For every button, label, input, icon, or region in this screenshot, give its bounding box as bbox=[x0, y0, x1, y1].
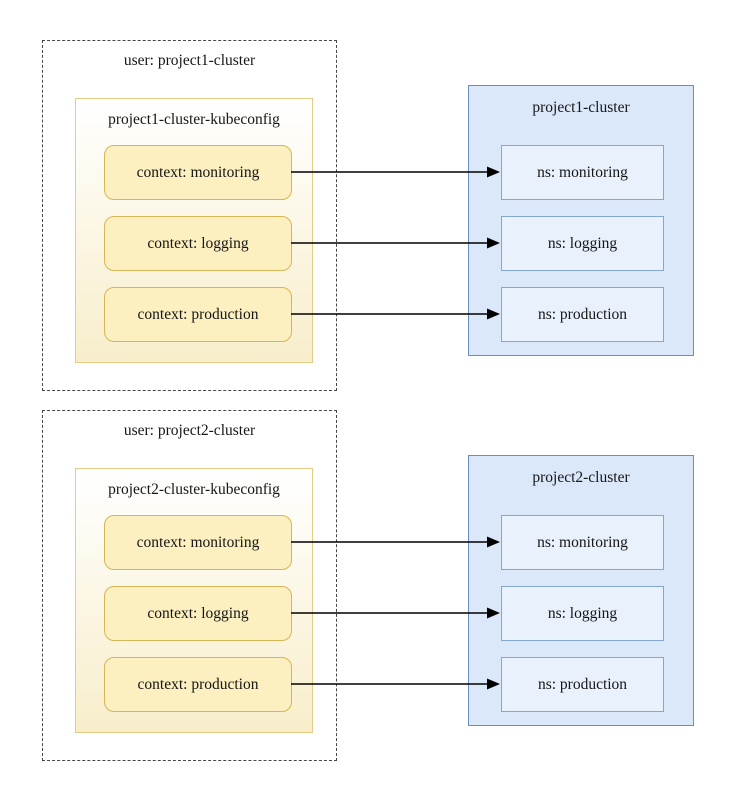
namespace-box-production: ns: production bbox=[501, 287, 664, 342]
arrow-monitoring bbox=[291, 166, 500, 178]
kubeconfig-box: project1-cluster-kubeconfig context: mon… bbox=[75, 98, 313, 363]
cluster-title: project2-cluster bbox=[532, 469, 630, 486]
namespace-box-production: ns: production bbox=[501, 657, 664, 712]
context-box-monitoring: context: monitoring bbox=[104, 515, 292, 570]
kubeconfig-title: project1-cluster-kubeconfig bbox=[108, 111, 280, 128]
context-box-logging: context: logging bbox=[104, 216, 292, 271]
arrow-logging bbox=[291, 237, 500, 249]
namespace-box-logging: ns: logging bbox=[501, 216, 664, 271]
namespace-box-monitoring: ns: monitoring bbox=[501, 145, 664, 200]
arrow-production bbox=[291, 678, 500, 690]
section-project2: user: project2-cluster project2-cluster-… bbox=[0, 370, 751, 770]
namespace-box-logging: ns: logging bbox=[501, 586, 664, 641]
context-box-logging: context: logging bbox=[104, 586, 292, 641]
section-project1: user: project1-cluster project1-cluster-… bbox=[42, 40, 694, 391]
user-label: user: project1-cluster bbox=[123, 52, 256, 69]
context-box-production: context: production bbox=[104, 287, 292, 342]
context-box-production: context: production bbox=[104, 657, 292, 712]
kubeconfig-title: project2-cluster-kubeconfig bbox=[108, 481, 280, 498]
cluster-box: project1-cluster ns: monitoring ns: logg… bbox=[468, 85, 694, 356]
user-boundary-box bbox=[42, 40, 337, 391]
user-boundary-box bbox=[42, 410, 337, 761]
arrow-monitoring bbox=[291, 536, 500, 548]
user-label: user: project2-cluster bbox=[123, 422, 256, 439]
cluster-box: project2-cluster ns: monitoring ns: logg… bbox=[468, 455, 694, 726]
context-box-monitoring: context: monitoring bbox=[104, 145, 292, 200]
arrow-logging bbox=[291, 607, 500, 619]
cluster-title: project1-cluster bbox=[532, 99, 630, 116]
kubeconfig-box: project2-cluster-kubeconfig context: mon… bbox=[75, 468, 313, 733]
namespace-box-monitoring: ns: monitoring bbox=[501, 515, 664, 570]
arrow-production bbox=[291, 308, 500, 320]
